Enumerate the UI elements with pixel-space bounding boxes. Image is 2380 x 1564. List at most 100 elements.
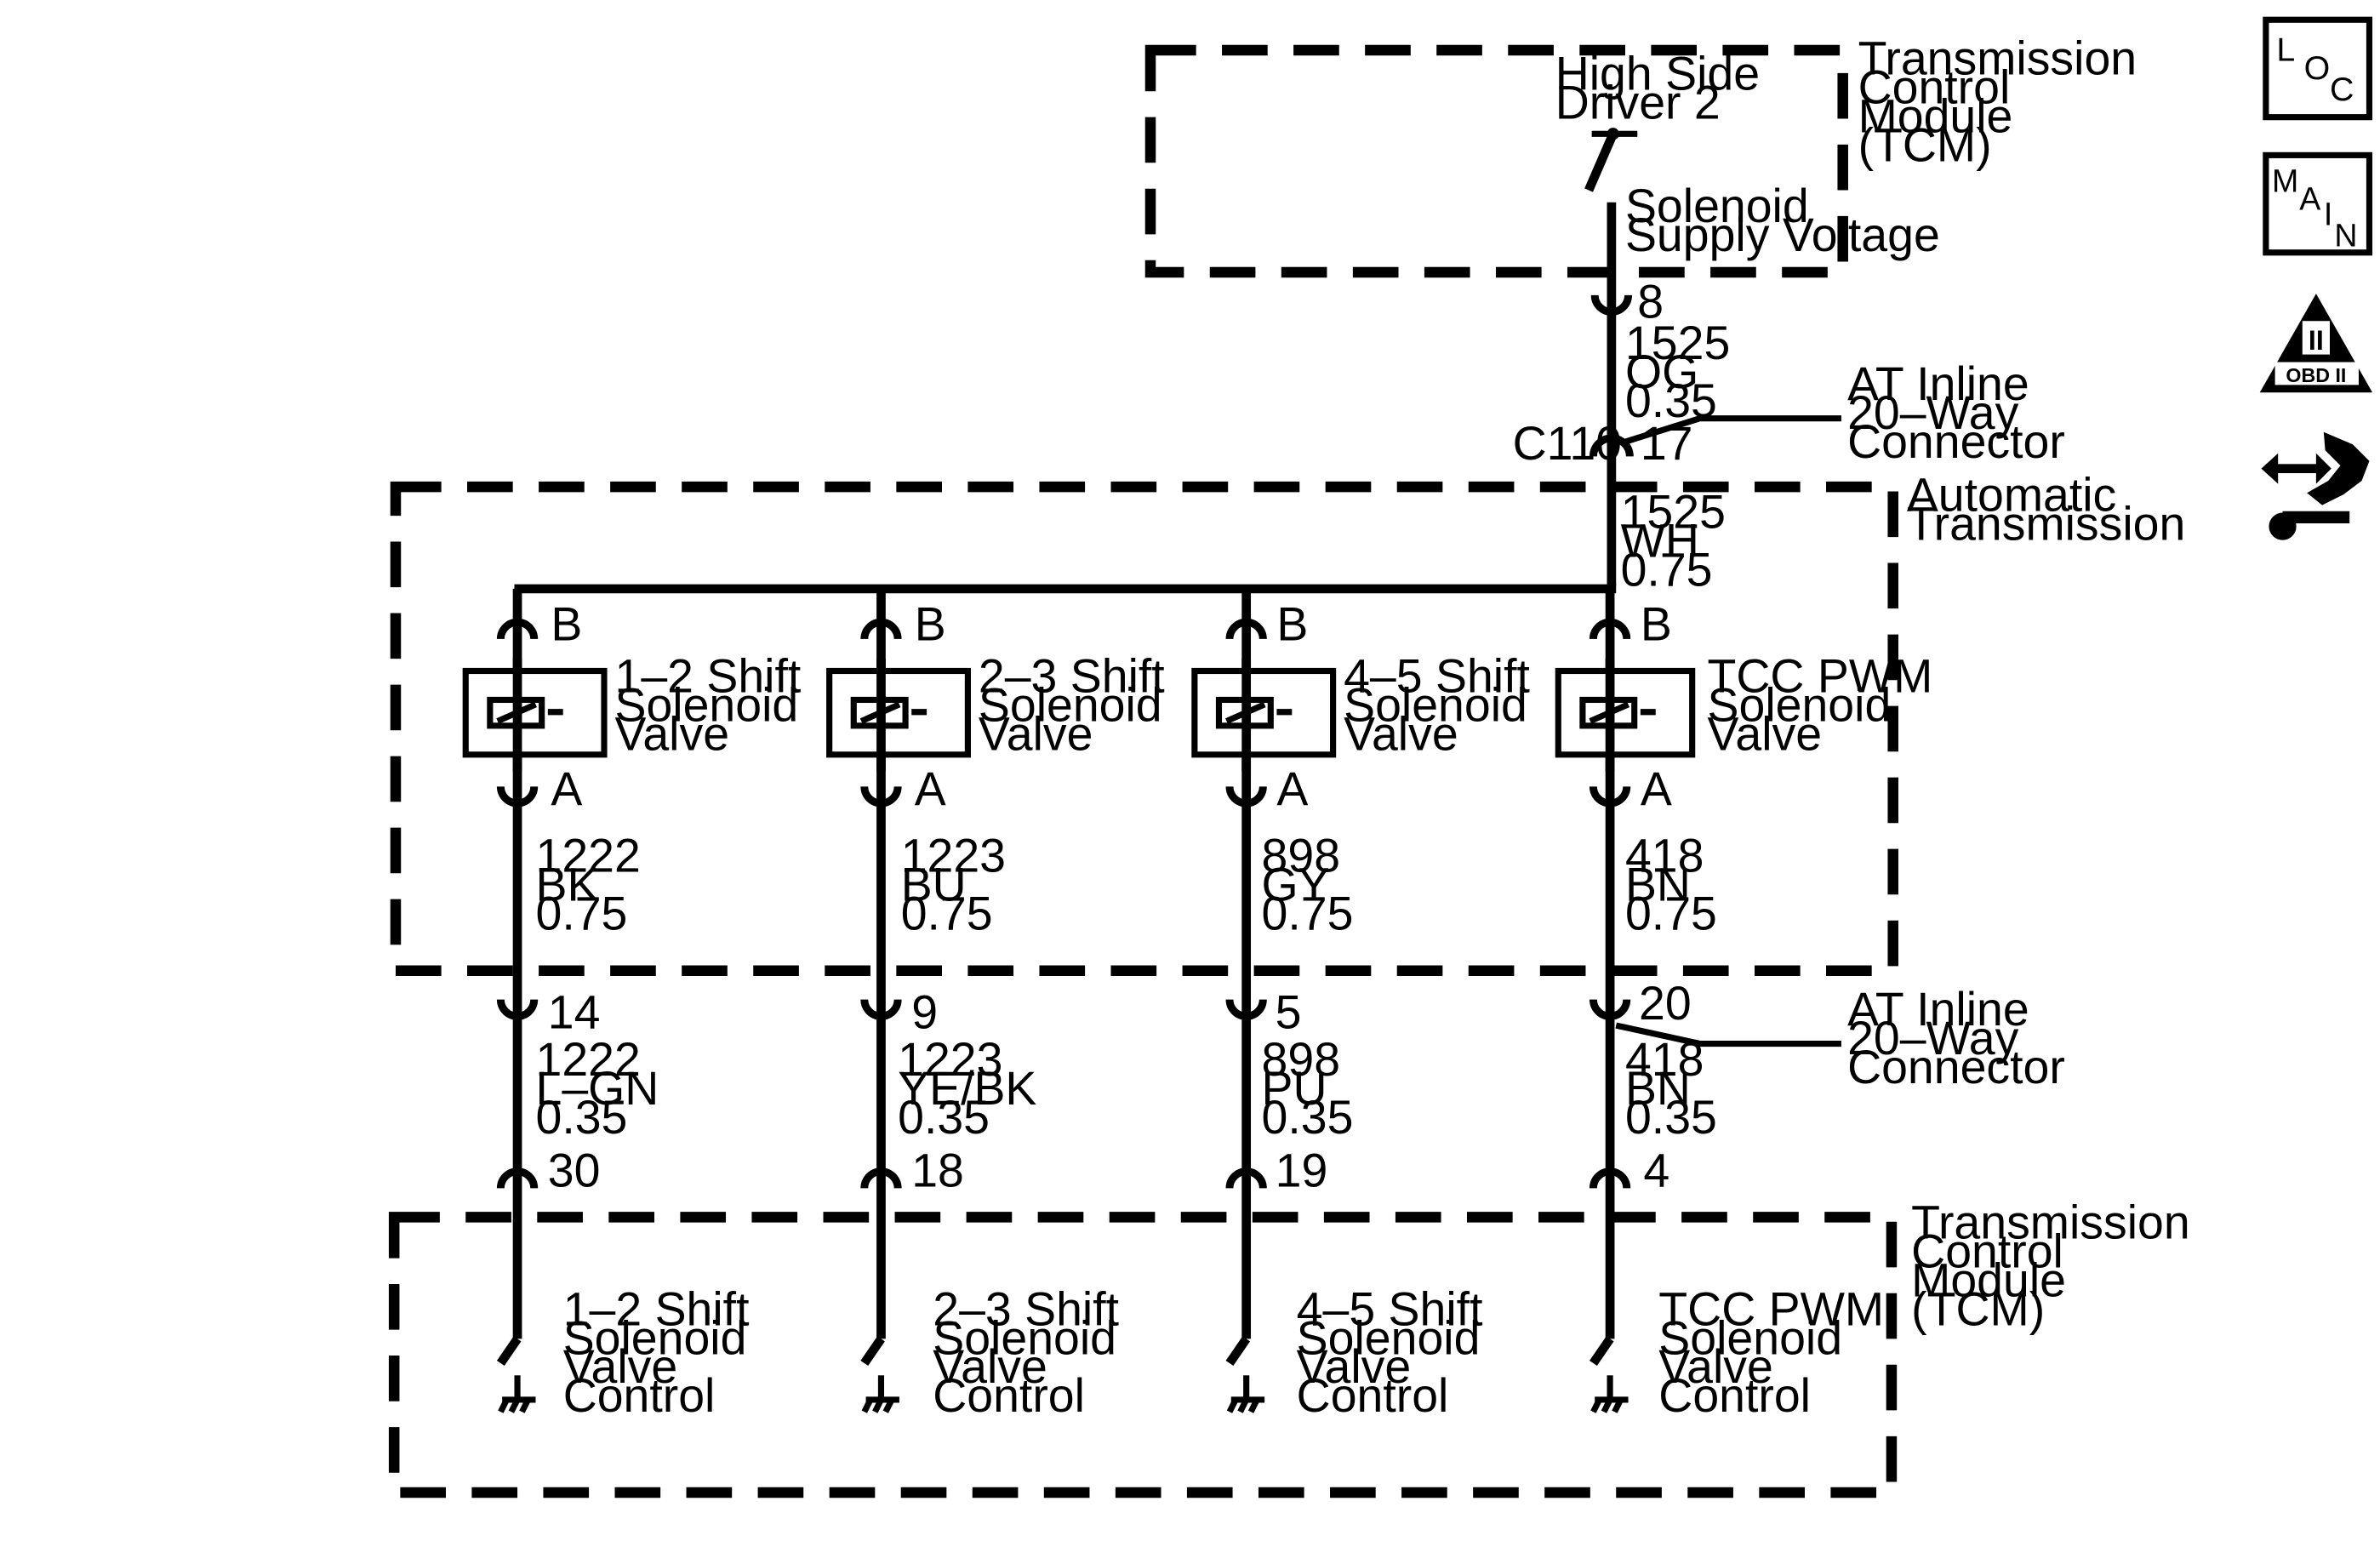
ground-symbol-1 bbox=[498, 1375, 536, 1413]
svg-text:Connector: Connector bbox=[1847, 415, 2065, 468]
ground-symbol-4 bbox=[1590, 1375, 1629, 1413]
solenoid-4-5-shift bbox=[1191, 659, 1337, 772]
obd-ii-button[interactable]: II OBD II bbox=[2259, 294, 2373, 393]
solenoid-branch-1-2: B 1–2 Shift Solenoid Valve A 1222 BK 0.7… bbox=[462, 588, 801, 1422]
main-button[interactable]: M A I N bbox=[2263, 151, 2373, 256]
solenoid-2-3-shift bbox=[826, 659, 971, 772]
svg-text:5: 5 bbox=[1276, 986, 1302, 1039]
tcm-top-frame bbox=[1144, 44, 1848, 278]
svg-text:898: 898 bbox=[1262, 1033, 1340, 1086]
ground-symbol-2 bbox=[861, 1375, 899, 1413]
svg-text:Valve: Valve bbox=[979, 707, 1093, 760]
svg-text:O: O bbox=[2304, 49, 2331, 87]
tcm-pin-8 bbox=[1590, 294, 1633, 316]
inline-connector-c110 bbox=[1589, 434, 1634, 457]
svg-text:TCC PWM: TCC PWM bbox=[1658, 1282, 1884, 1335]
inline-connector-leader-top bbox=[1621, 415, 1841, 446]
svg-text:1222: 1222 bbox=[536, 829, 641, 882]
svg-text:GY: GY bbox=[1262, 858, 1330, 910]
connector-end-view-icon[interactable] bbox=[2261, 431, 2370, 540]
svg-text:A: A bbox=[915, 762, 946, 815]
tcm-bottom-frame bbox=[388, 1212, 1898, 1498]
svg-text:PU: PU bbox=[1262, 1062, 1327, 1115]
svg-text:AT Inline: AT Inline bbox=[1847, 983, 2029, 1036]
svg-text:20–Way: 20–Way bbox=[1847, 1012, 2019, 1065]
svg-text:Solenoid: Solenoid bbox=[979, 678, 1162, 731]
inline-connector-bottom-label: AT Inline 20–Way Connector bbox=[1847, 983, 2065, 1093]
svg-text:4: 4 bbox=[1643, 1144, 1669, 1197]
svg-text:Transmission: Transmission bbox=[1911, 1196, 2190, 1248]
svg-text:Module: Module bbox=[1858, 90, 2013, 143]
svg-text:I: I bbox=[2324, 197, 2332, 232]
svg-text:Solenoid: Solenoid bbox=[933, 1311, 1116, 1364]
svg-text:2–3 Shift: 2–3 Shift bbox=[933, 1282, 1119, 1335]
svg-text:0.35: 0.35 bbox=[1625, 1091, 1717, 1144]
svg-text:C: C bbox=[2330, 71, 2354, 108]
solenoid-1-2-shift bbox=[462, 659, 608, 772]
svg-text:418: 418 bbox=[1625, 1033, 1704, 1086]
solenoid-tcc-pwm bbox=[1555, 659, 1696, 772]
svg-text:14: 14 bbox=[548, 986, 601, 1039]
svg-text:BN: BN bbox=[1625, 1062, 1691, 1115]
svg-text:19: 19 bbox=[1276, 1144, 1328, 1197]
svg-text:YE/BK: YE/BK bbox=[898, 1062, 1036, 1115]
svg-text:BN: BN bbox=[1625, 858, 1691, 910]
svg-text:0.75: 0.75 bbox=[901, 887, 993, 939]
svg-text:Valve: Valve bbox=[1344, 707, 1458, 760]
solenoid-branch-2-3: B 2–3 Shift Solenoid Valve A 1223 BU 0.7… bbox=[826, 588, 1165, 1422]
inline-connector-leader-bottom bbox=[1615, 1022, 1841, 1047]
svg-text:Control: Control bbox=[933, 1369, 1085, 1422]
svg-text:L: L bbox=[2276, 31, 2295, 69]
svg-text:1525: 1525 bbox=[1621, 485, 1726, 538]
svg-text:Control: Control bbox=[1658, 1369, 1811, 1422]
svg-text:Control: Control bbox=[1911, 1224, 2063, 1277]
solenoid-branch-tcc-pwm: B TCC PWM Solenoid Valve A 418 BN 0.75 2… bbox=[1555, 588, 1932, 1422]
svg-text:Solenoid: Solenoid bbox=[1344, 678, 1527, 731]
svg-text:Solenoid: Solenoid bbox=[1625, 180, 1809, 232]
loc-button[interactable]: L O C bbox=[2263, 16, 2373, 121]
svg-text:B: B bbox=[915, 598, 946, 651]
svg-text:Valve: Valve bbox=[614, 707, 729, 760]
c110-label: C110 bbox=[1513, 417, 1622, 470]
svg-text:898: 898 bbox=[1262, 829, 1340, 882]
svg-text:1–2 Shift: 1–2 Shift bbox=[563, 1282, 750, 1335]
svg-text:A: A bbox=[1276, 762, 1308, 815]
svg-text:A: A bbox=[2299, 181, 2320, 217]
svg-text:4–5 Shift: 4–5 Shift bbox=[1344, 650, 1530, 703]
svg-text:0.35: 0.35 bbox=[1262, 1091, 1354, 1144]
supply-wire-2-label: 1525 WH 0.75 bbox=[1621, 485, 1726, 596]
tcm-pin-8-label: 8 bbox=[1637, 276, 1664, 328]
svg-text:Control: Control bbox=[1858, 61, 2011, 114]
svg-text:A: A bbox=[551, 762, 582, 815]
automatic-transmission-frame bbox=[390, 481, 1898, 976]
svg-text:L–GN: L–GN bbox=[536, 1062, 659, 1115]
tcm-top-title: Transmission Control Module (TCM) bbox=[1858, 32, 2137, 172]
high-side-driver-switch bbox=[1584, 128, 1638, 192]
ground-symbol-3 bbox=[1226, 1375, 1265, 1413]
svg-text:Solenoid: Solenoid bbox=[1708, 678, 1892, 731]
svg-text:0.75: 0.75 bbox=[1625, 887, 1717, 939]
svg-text:Solenoid: Solenoid bbox=[1297, 1311, 1481, 1364]
svg-text:Valve: Valve bbox=[1297, 1340, 1412, 1393]
inline-connector-top-label: AT Inline 20–Way Connector bbox=[1847, 357, 2065, 468]
svg-text:Control: Control bbox=[563, 1369, 716, 1422]
svg-text:418: 418 bbox=[1625, 829, 1704, 882]
automatic-transmission-title: Automatic Transmission bbox=[1907, 469, 2186, 551]
svg-text:Solenoid: Solenoid bbox=[1658, 1311, 1842, 1364]
svg-text:4–5 Shift: 4–5 Shift bbox=[1297, 1282, 1483, 1335]
svg-text:0.75: 0.75 bbox=[536, 887, 628, 939]
svg-text:II: II bbox=[2309, 325, 2324, 356]
svg-text:0.35: 0.35 bbox=[536, 1091, 628, 1144]
svg-text:WH: WH bbox=[1621, 514, 1699, 567]
svg-text:9: 9 bbox=[911, 986, 938, 1039]
svg-text:(TCM): (TCM) bbox=[1858, 119, 1992, 172]
supply-wire-1-label: 1525 OG 0.35 bbox=[1625, 317, 1730, 427]
svg-text:N: N bbox=[2334, 218, 2357, 254]
svg-text:A: A bbox=[1641, 762, 1672, 815]
svg-text:BK: BK bbox=[536, 858, 599, 910]
svg-text:(TCM): (TCM) bbox=[1911, 1282, 2045, 1335]
svg-text:Automatic: Automatic bbox=[1907, 469, 2116, 522]
svg-text:Connector: Connector bbox=[1847, 1041, 2065, 1093]
svg-text:30: 30 bbox=[548, 1144, 601, 1197]
